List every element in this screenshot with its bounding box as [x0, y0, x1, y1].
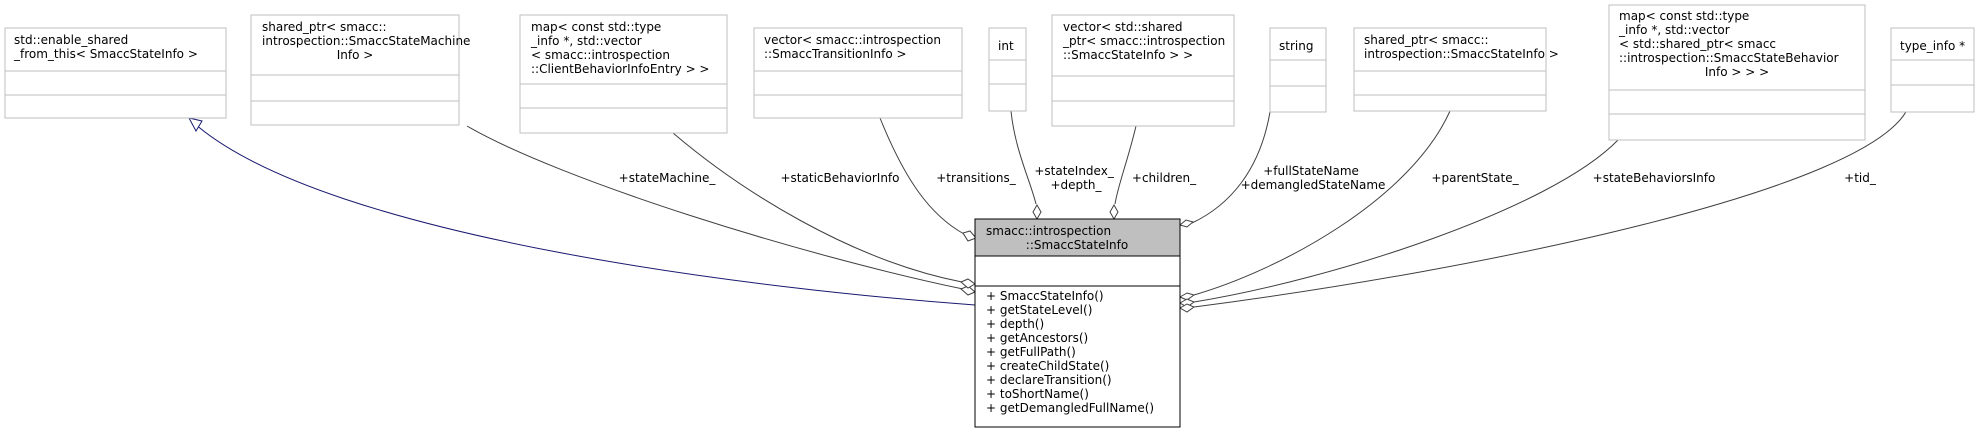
class-string[interactable]: string	[1269, 27, 1327, 113]
svg-text:shared_ptr< smacc:: intr: shared_ptr< smacc:: introspection::Smacc…	[1364, 33, 1559, 61]
class-type-info-ptr[interactable]: type_info *	[1890, 27, 1975, 113]
method-item: + getDemangledFullName()	[986, 401, 1154, 415]
edge-parent-state-diamond	[1178, 292, 1196, 301]
main-class-title: smacc::introspection ::SmaccStateInfo	[986, 224, 1128, 252]
label-state-machine: +stateMachine_	[619, 171, 717, 185]
label-transitions: +transitions_	[936, 171, 1016, 185]
label-children: +children_	[1132, 171, 1197, 185]
method-item: + getAncestors()	[986, 331, 1088, 345]
svg-text:std::enable_shared _from: std::enable_shared _from_this< SmaccStat…	[13, 33, 198, 61]
svg-text:string: string	[1279, 39, 1313, 53]
label-parent-state: +parentState_	[1431, 171, 1519, 185]
method-item: + toShortName()	[986, 387, 1089, 401]
label-state-index: +stateIndex_ +depth_	[1034, 164, 1117, 192]
class-map-client-behavior-info[interactable]: map< const std::type _info *, std::vecto…	[519, 14, 728, 134]
class-shared-ptr-state-machine-info[interactable]: shared_ptr< smacc:: introspection::Smacc…	[250, 14, 474, 126]
edge-children-diamond	[1109, 203, 1119, 221]
method-item: + getFullPath()	[986, 345, 1076, 359]
svg-text:int: int	[998, 39, 1014, 53]
edge-state-behaviors	[1193, 139, 1619, 303]
svg-text:vector< std::shared _ptr: vector< std::shared _ptr< smacc::introsp…	[1062, 20, 1229, 62]
edge-state-machine-diamond	[960, 285, 976, 296]
class-map-state-behavior-info[interactable]: map< const std::type _info *, std::vecto…	[1608, 4, 1866, 141]
edge-state-machine	[466, 125, 964, 290]
edge-full-state-name	[1191, 111, 1271, 224]
edge-transitions-diamond	[962, 230, 977, 242]
class-enable-shared-from-this[interactable]: std::enable_shared _from_this< SmaccStat…	[4, 27, 227, 119]
class-int[interactable]: int	[988, 27, 1027, 112]
method-item: + SmaccStateInfo()	[986, 289, 1104, 303]
method-item: + depth()	[986, 317, 1044, 331]
main-class-methods: + SmaccStateInfo() + getStateLevel() + d…	[986, 289, 1154, 415]
label-static-behavior: +staticBehaviorInfo	[781, 171, 900, 185]
label-state-behaviors: +stateBehaviorsInfo	[1593, 171, 1716, 185]
class-vector-transition-info[interactable]: vector< smacc::introspection ::SmaccTran…	[753, 27, 963, 119]
method-item: + createChildState()	[986, 359, 1109, 373]
class-shared-ptr-parent-state[interactable]: shared_ptr< smacc:: introspection::Smacc…	[1353, 27, 1559, 112]
label-full-state-name: +fullStateName +demangledStateName	[1241, 164, 1386, 192]
edge-static-behavior	[672, 132, 963, 283]
edge-tid	[1193, 107, 1909, 308]
svg-text:shared_ptr< smacc:: intr: shared_ptr< smacc:: introspection::Smacc…	[262, 20, 474, 62]
edge-tid-diamond	[1178, 303, 1196, 313]
edge-full-state-name-diamond	[1178, 219, 1195, 228]
edge-inheritance	[194, 123, 976, 306]
edge-children	[1114, 125, 1137, 205]
method-item: + declareTransition()	[986, 373, 1112, 387]
svg-text:map< const std::type _in: map< const std::type _info *, std::vecto…	[530, 20, 710, 76]
class-vector-children[interactable]: vector< std::shared _ptr< smacc::introsp…	[1051, 14, 1235, 127]
inheritance-arrowhead	[188, 117, 203, 133]
class-smacc-state-info[interactable]: smacc::introspection ::SmaccStateInfo + …	[974, 218, 1181, 428]
svg-text:map< const std::type _in: map< const std::type _info *, std::vecto…	[1618, 9, 1842, 79]
edge-parent-state	[1193, 110, 1451, 296]
svg-text:type_info *: type_info *	[1900, 39, 1965, 53]
svg-text:vector< smacc::introspection: vector< smacc::introspection ::SmaccTran…	[764, 33, 945, 61]
edge-static-behavior-diamond	[960, 278, 976, 289]
label-tid: +tid_	[1844, 171, 1877, 185]
edge-transitions	[879, 117, 965, 235]
edge-state-index	[1010, 110, 1037, 205]
method-item: + getStateLevel()	[986, 303, 1092, 317]
edge-state-index-diamond	[1032, 203, 1042, 221]
